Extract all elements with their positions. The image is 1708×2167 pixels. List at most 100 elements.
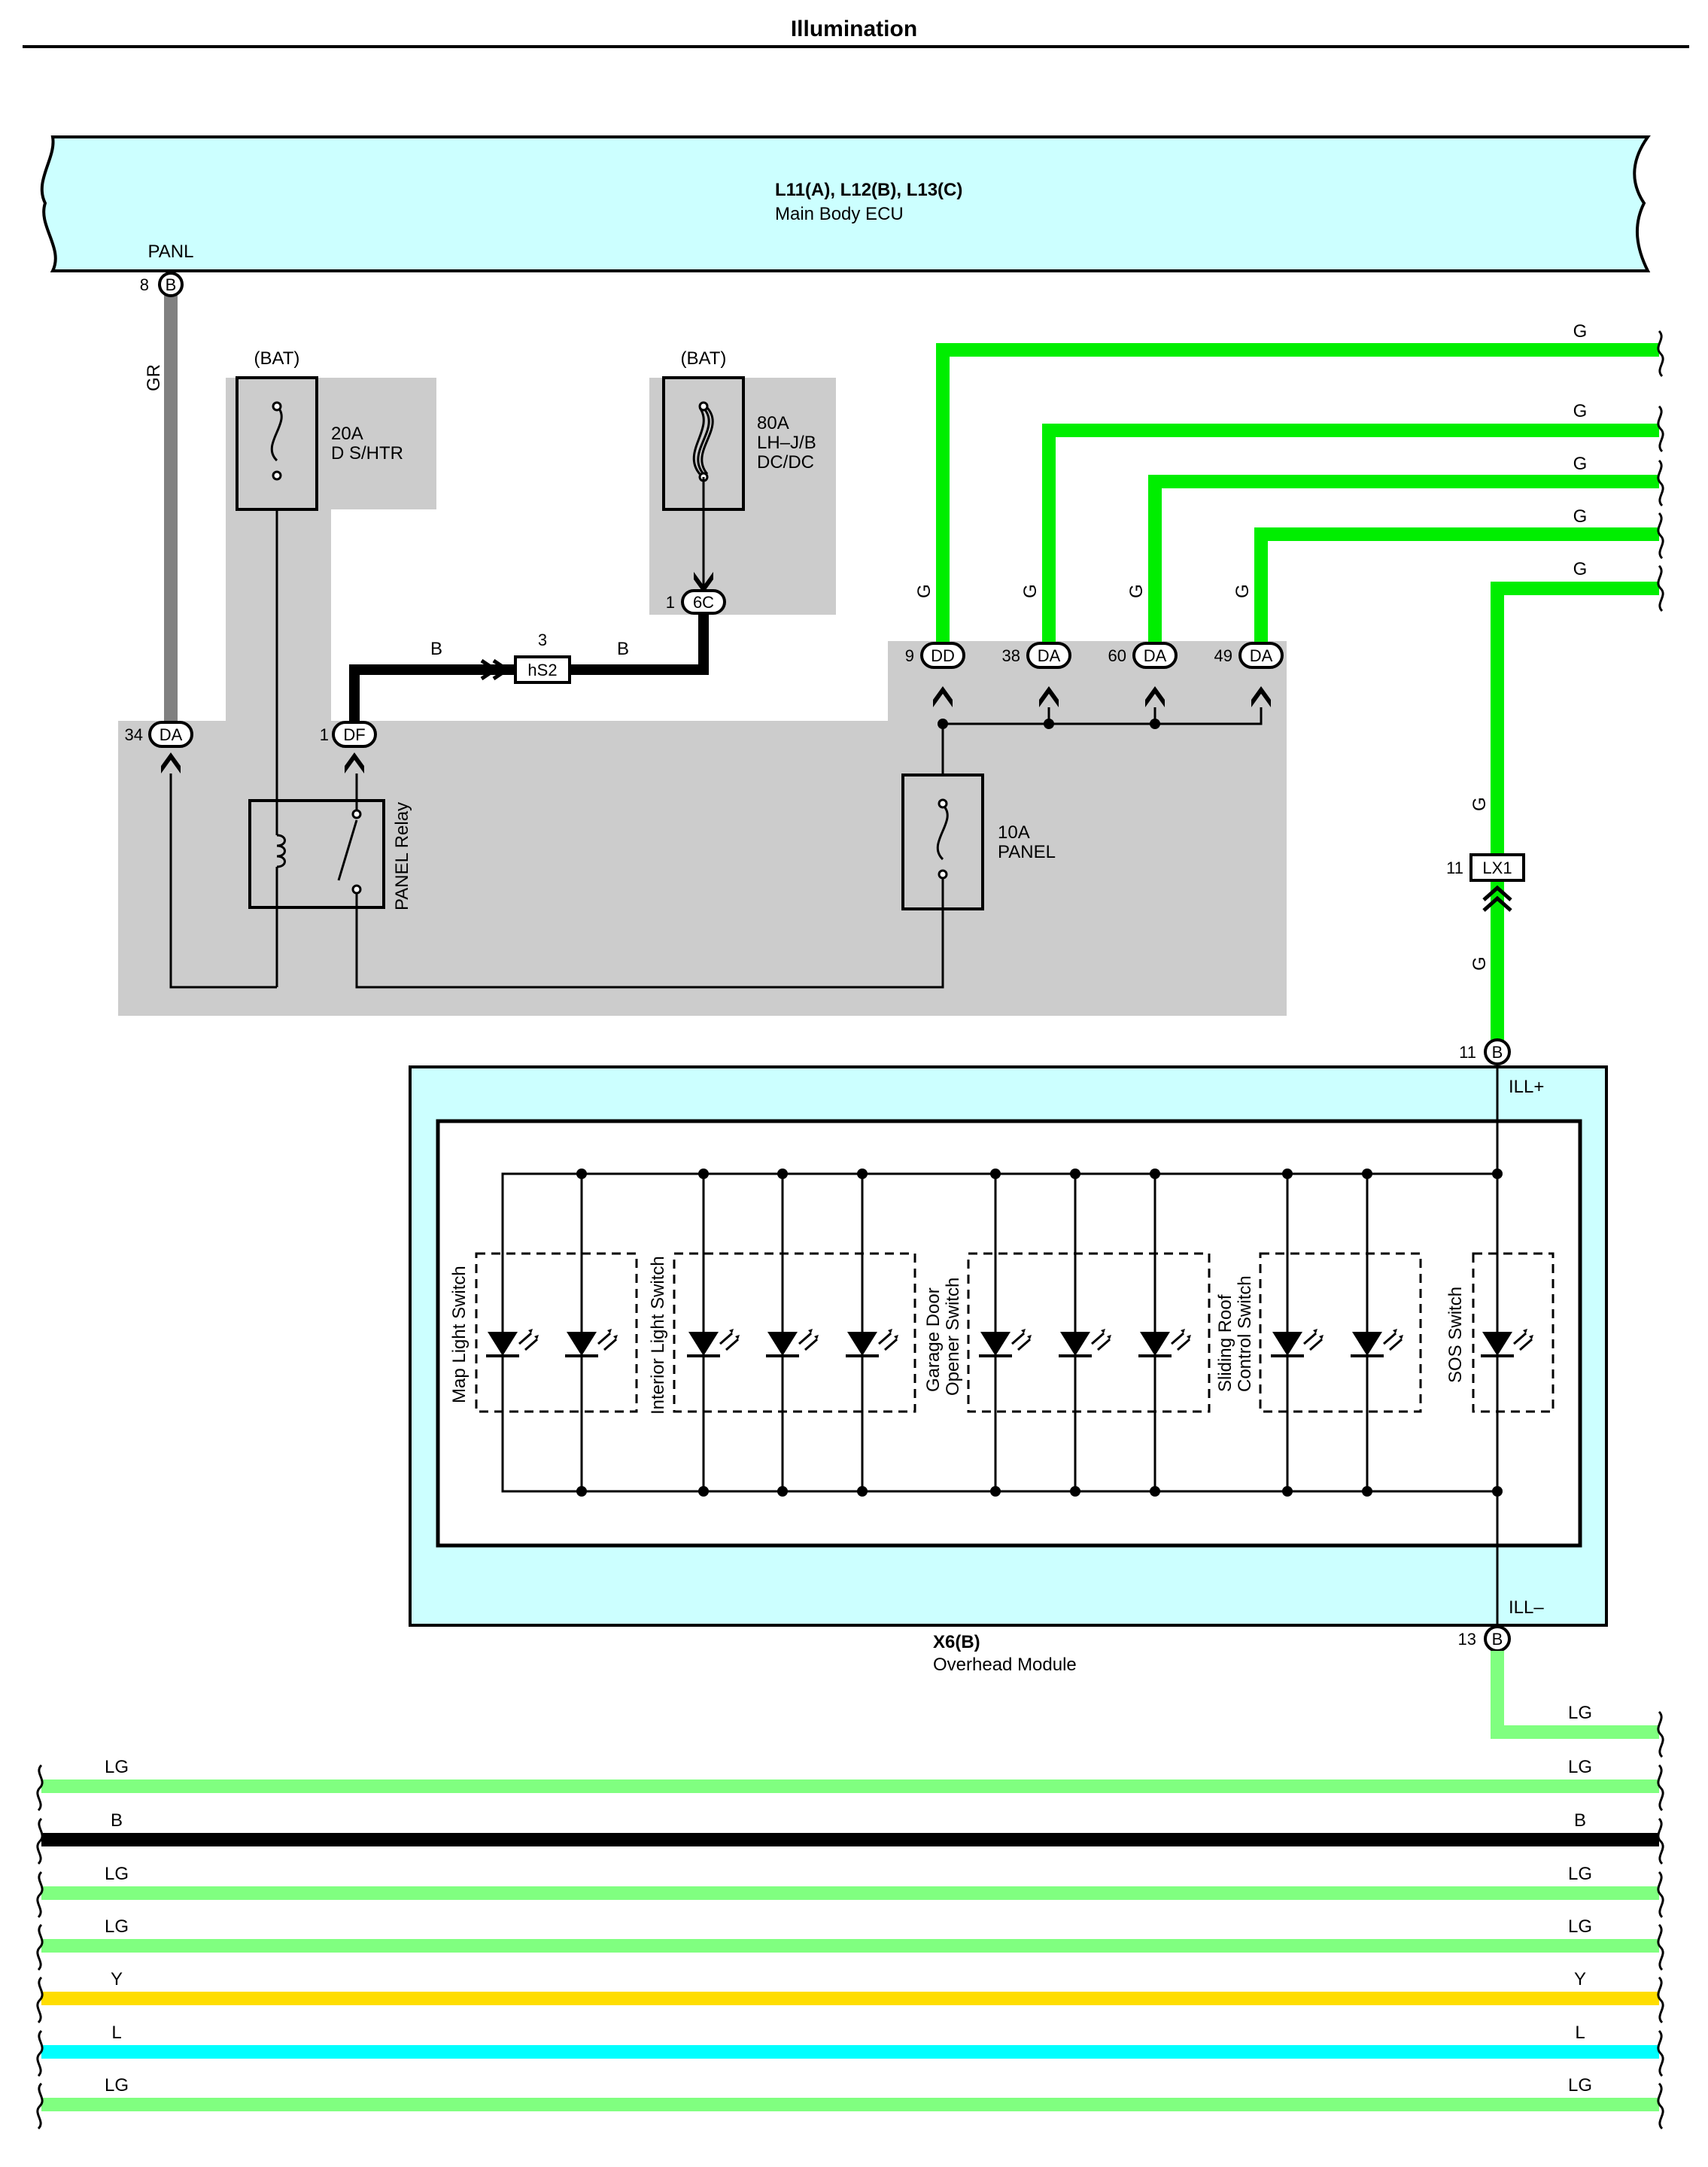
- conn-dd9-id: DD: [931, 646, 955, 665]
- fuse-80a-icon: [692, 407, 714, 475]
- fuse-dshtr-name: D S/HTR: [331, 443, 403, 463]
- fuse-panel-name: PANEL: [998, 842, 1056, 862]
- led-diode-icon: [1059, 1174, 1111, 1491]
- fuse-80a-source: (BAT): [681, 348, 727, 369]
- bottom-wire-breaks: [36, 1764, 1664, 2130]
- bw2-r: B: [1574, 1810, 1586, 1831]
- bus-junction-bottom: [857, 1486, 868, 1497]
- b-wire-2: [349, 664, 515, 722]
- conn-da38-id: DA: [1038, 646, 1061, 665]
- switch-label-sos: SOS Switch: [1445, 1287, 1466, 1383]
- fuse-80a-line1: LH–J/B: [757, 433, 816, 453]
- bus-junction-top: [857, 1169, 868, 1179]
- jb-arrows: [933, 686, 1271, 707]
- lx1-arrow: [1482, 885, 1512, 912]
- fuse-panel-rating: 10A: [998, 822, 1030, 843]
- bw4-l: LG: [105, 1916, 129, 1937]
- g-label-r3: G: [1573, 454, 1588, 474]
- g-label-v1: G: [914, 584, 935, 598]
- conn-da49: [1238, 642, 1284, 669]
- bus-junction-bottom: [990, 1486, 1001, 1497]
- fuse-80a-line2: DC/DC: [757, 452, 814, 473]
- switch-label-roof-2: Control Switch: [1235, 1275, 1255, 1392]
- g-label-v2: G: [1020, 584, 1041, 598]
- conn-lx1-num: 11: [1446, 859, 1463, 877]
- bw1-l: LG: [105, 1757, 129, 1777]
- ill-minus-label: ILL–: [1509, 1597, 1544, 1618]
- led-diode-icon: [1351, 1174, 1403, 1491]
- conn-df1: [332, 721, 377, 748]
- module-pin-b13-id: B: [1492, 1630, 1503, 1649]
- led-diode-icon: [687, 1174, 740, 1491]
- relay-coil-icon: [276, 834, 286, 868]
- relay-switch-icon: [337, 819, 358, 881]
- conn-hs2-id: hS2: [527, 661, 557, 679]
- conn-da60-num: 60: [1108, 646, 1126, 665]
- conn-lx1-id: LX1: [1482, 859, 1512, 877]
- lg-label-ill: LG: [1568, 1703, 1592, 1723]
- led-diode-icon: [565, 1174, 618, 1491]
- bus-junction-top: [777, 1169, 788, 1179]
- bw1-r: LG: [1568, 1757, 1592, 1777]
- g-label-r5: G: [1573, 559, 1588, 579]
- b-wire-label-2: B: [617, 639, 629, 659]
- module-name: Overhead Module: [933, 1655, 1077, 1675]
- panel-relay-box: [248, 799, 385, 909]
- module-pin-b11-num: 11: [1459, 1043, 1476, 1062]
- bus-junction-top: [1150, 1169, 1160, 1179]
- bus-junction-bottom: [698, 1486, 709, 1497]
- conn-6c-num: 1: [666, 593, 675, 612]
- led-diode-icon: [1481, 1174, 1533, 1491]
- conn-da34-id: DA: [160, 725, 183, 744]
- fuse-dshtr-icon: [270, 405, 283, 462]
- bus-junction-bottom: [1070, 1486, 1080, 1497]
- bus-junction-top: [576, 1169, 587, 1179]
- g-label-v6: G: [1469, 956, 1490, 971]
- ecu-pin-b8: [158, 272, 184, 297]
- g-wire-breaks: [1657, 330, 1664, 612]
- module-code: X6(B): [933, 1632, 980, 1652]
- switch-label-garage-2: Opener Switch: [943, 1278, 963, 1396]
- conn-lx1: [1469, 853, 1525, 882]
- bw6-l: L: [111, 2023, 121, 2043]
- bw2-l: B: [111, 1810, 123, 1831]
- bw6-r: L: [1575, 2023, 1585, 2043]
- bus-junction-top: [698, 1169, 709, 1179]
- led-diode-icon: [766, 1174, 819, 1491]
- led-array: [486, 1169, 1533, 1497]
- bw5-r: Y: [1574, 1969, 1586, 1989]
- bw5-l: Y: [111, 1969, 123, 1989]
- switch-label-map: Map Light Switch: [449, 1266, 470, 1403]
- hs2-arrow: [480, 658, 511, 681]
- g-label-v5: G: [1469, 797, 1490, 811]
- conn-dd9: [920, 642, 965, 669]
- module-pin-b11-id: B: [1492, 1043, 1503, 1062]
- bus-junction-bottom: [1150, 1486, 1160, 1497]
- bus-junction-bottom: [1282, 1486, 1293, 1497]
- page-title: Illumination: [791, 17, 917, 41]
- bus-junction-top: [990, 1169, 1001, 1179]
- conn-hs2-num: 3: [538, 631, 547, 649]
- g-label-r4: G: [1573, 506, 1588, 527]
- conn-da49-id: DA: [1250, 646, 1273, 665]
- conn-da34: [148, 721, 193, 748]
- bus-junction-bottom: [576, 1486, 587, 1497]
- led-diode-icon: [846, 1174, 898, 1491]
- led-diode-icon: [1271, 1174, 1324, 1491]
- gr-wire-label: GR: [144, 364, 164, 391]
- fuse-dshtr-rating: 20A: [331, 424, 363, 444]
- b-wire-label-1: B: [430, 639, 442, 659]
- bus-junction-bottom: [1492, 1486, 1503, 1497]
- bus-junction-bottom: [1362, 1486, 1372, 1497]
- conn-da60-id: DA: [1144, 646, 1167, 665]
- fuse-80a-rating: 80A: [757, 413, 789, 433]
- g-label-r2: G: [1573, 401, 1588, 421]
- conn-da60: [1132, 642, 1178, 669]
- bw4-r: LG: [1568, 1916, 1592, 1937]
- lg-wire-ill: [1491, 1651, 1659, 1739]
- g-label-v4: G: [1232, 584, 1253, 598]
- switch-label-roof-1: Sliding Roof: [1215, 1294, 1235, 1392]
- conn-hs2: [514, 655, 571, 684]
- bw7-l: LG: [105, 2075, 129, 2096]
